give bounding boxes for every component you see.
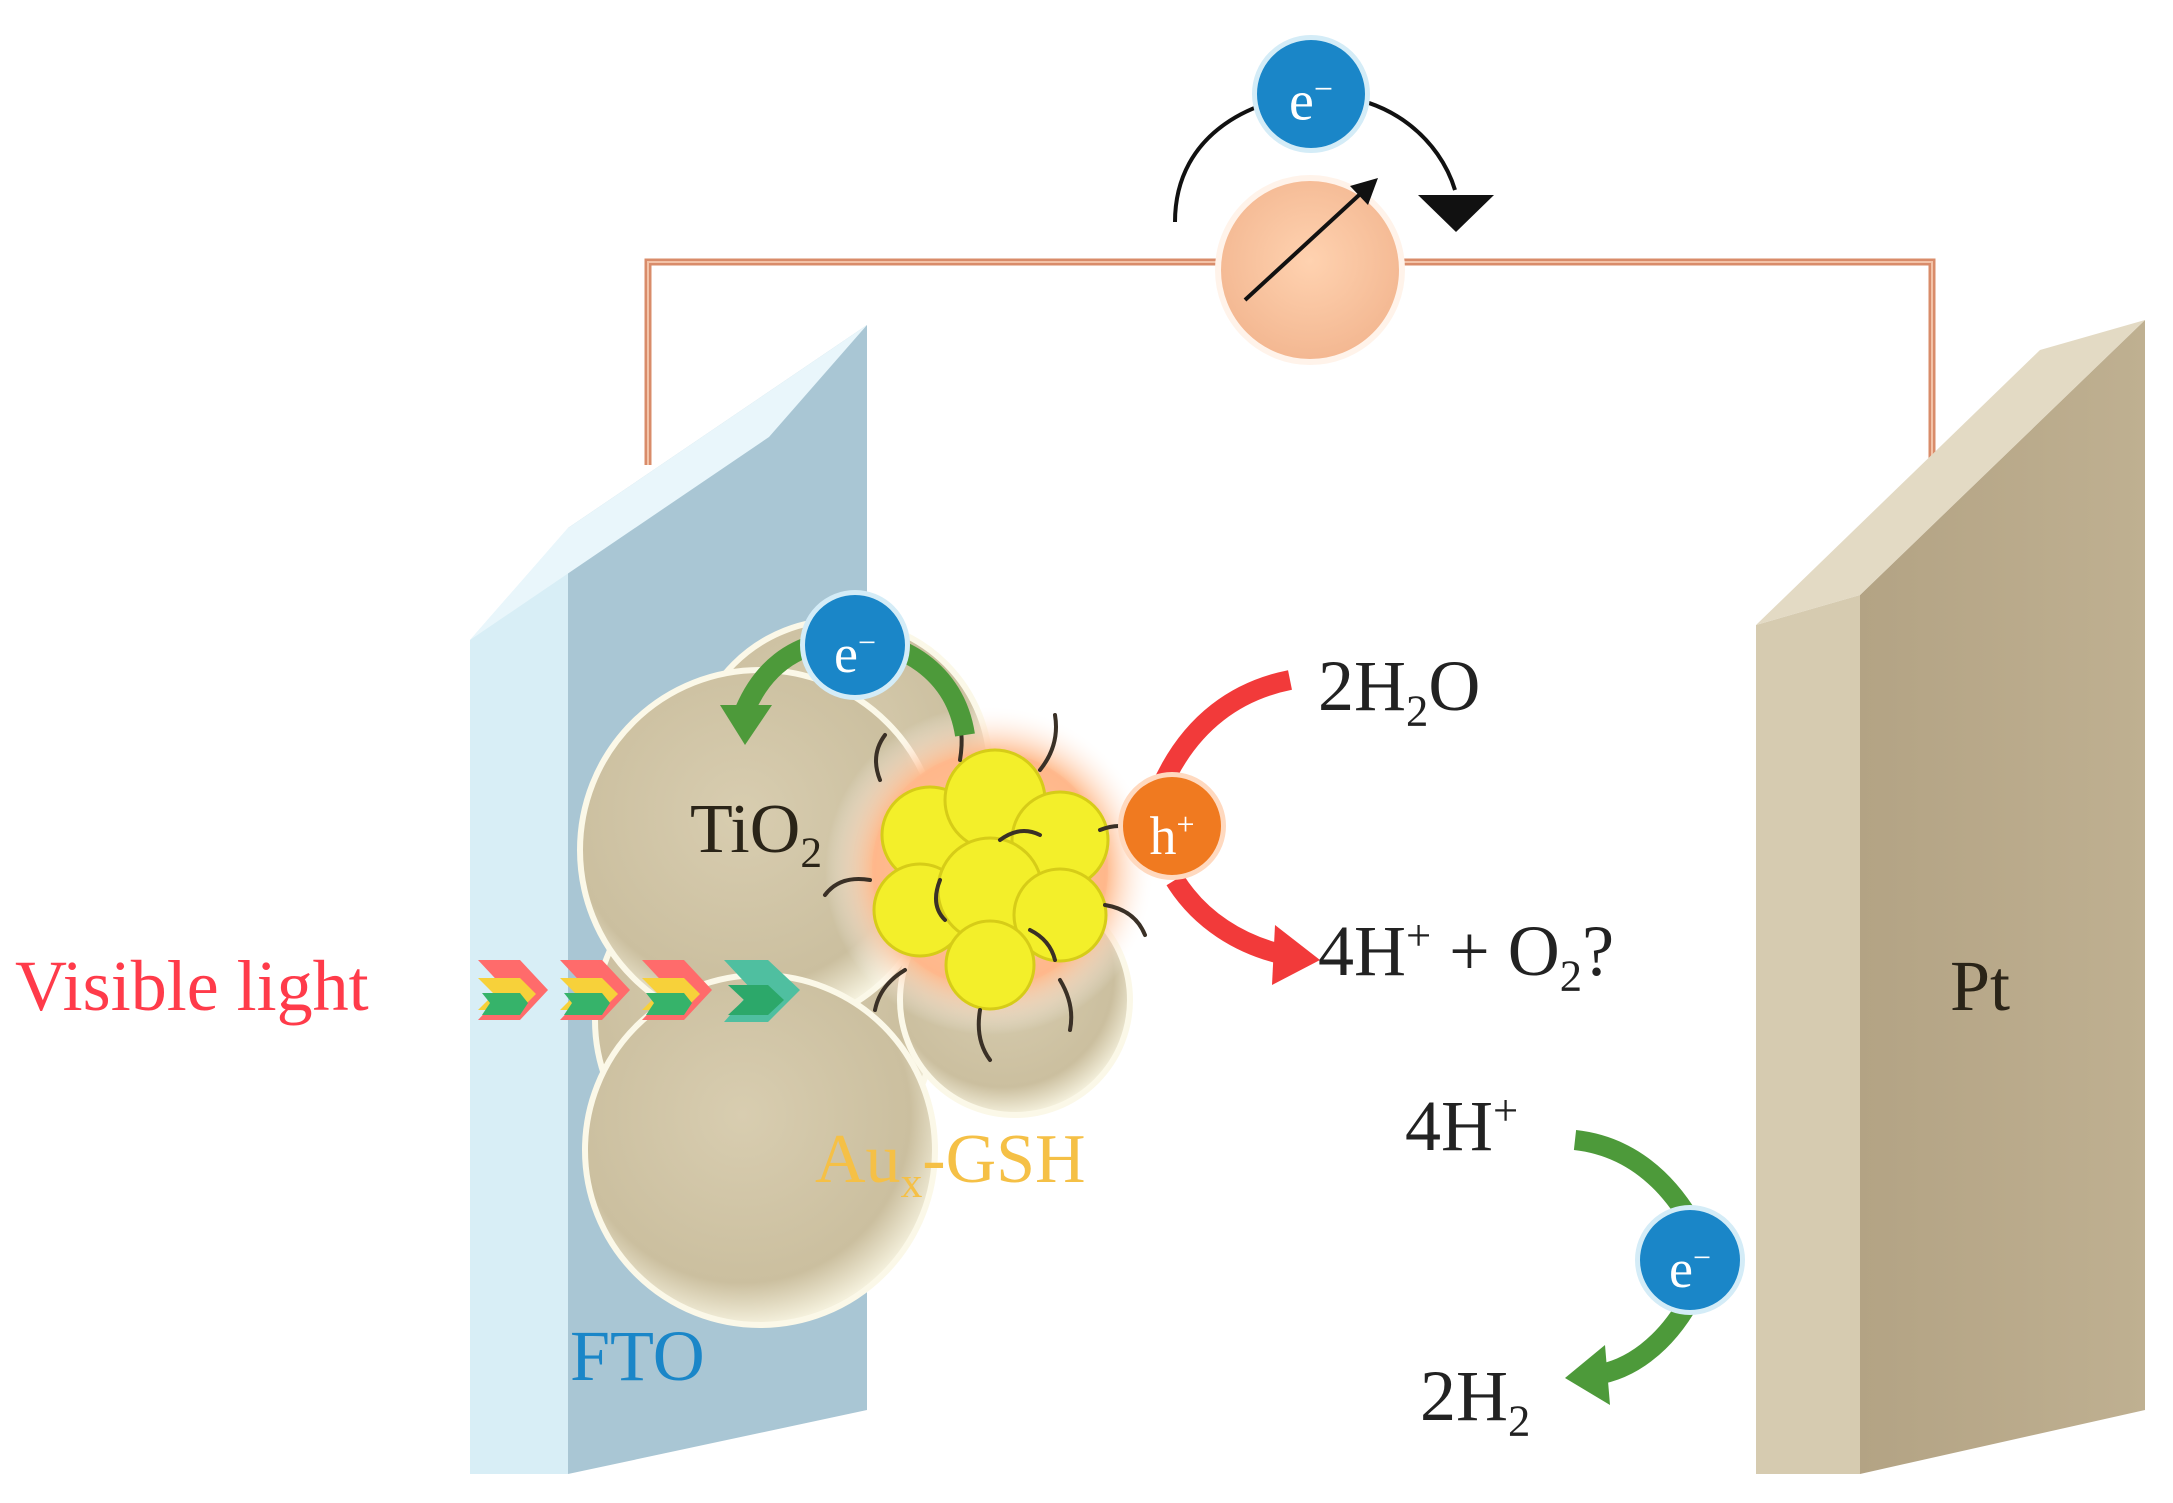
ox-part-c: ? — [1582, 911, 1615, 991]
ox-superscript: + — [1406, 910, 1432, 960]
hydrogen-part-a: 2H — [1420, 1356, 1508, 1436]
proton-label: 4H+ — [1405, 1088, 1518, 1162]
electron-symbol: e — [1288, 70, 1314, 133]
electron-badge-tio2: e− — [800, 590, 910, 700]
pt-label: Pt — [1950, 946, 2011, 1026]
tio2-label: TiO2 — [690, 795, 822, 875]
hydrogen-label: 2H2 — [1420, 1360, 1530, 1443]
fto-label: FTO — [570, 1316, 705, 1396]
ox-part-a: 4H — [1318, 911, 1406, 991]
tio2-main: TiO — [690, 791, 801, 868]
pt-electrode — [1756, 320, 2145, 1474]
electron-badge-pt: e− — [1635, 1205, 1745, 1315]
hydrogen-subscript: 2 — [1508, 1395, 1531, 1446]
water-part-a: 2H — [1318, 646, 1406, 726]
electron-charge: − — [857, 624, 876, 660]
tio2-subscript: 2 — [800, 829, 823, 877]
visible-light-label: Visible light — [15, 946, 369, 1026]
electron-charge: − — [1692, 1239, 1711, 1275]
hole-badge: h+ — [1118, 772, 1226, 880]
hole-symbol: h — [1149, 806, 1177, 866]
au-main: Au — [815, 1121, 901, 1198]
visible-light-arrows — [478, 960, 800, 1022]
water-part-b: O — [1428, 646, 1481, 726]
oxidation-products-label: 4H+ + O2? — [1318, 913, 1614, 998]
oxidation-arrows — [1150, 670, 1320, 985]
ox-subscript: 2 — [1559, 950, 1583, 1001]
electron-badge-circuit: e− — [1252, 35, 1370, 153]
au-gsh-label: Aux-GSH — [815, 1125, 1086, 1205]
hole-charge: + — [1176, 806, 1195, 842]
au-tail: -GSH — [922, 1121, 1086, 1198]
water-label: 2H2O — [1318, 650, 1480, 733]
electron-symbol: e — [1668, 1239, 1693, 1299]
proton-part-a: 4H — [1405, 1086, 1493, 1166]
electron-charge: − — [1313, 71, 1334, 108]
tio2-particles — [577, 617, 1133, 1328]
au-gsh-cluster — [823, 705, 1155, 1062]
au-subscript: x — [900, 1159, 923, 1207]
ox-part-b: + O — [1431, 911, 1560, 991]
water-subscript: 2 — [1406, 685, 1429, 736]
ammeter — [1215, 175, 1405, 365]
proton-superscript: + — [1493, 1085, 1519, 1135]
electron-symbol: e — [833, 624, 858, 684]
